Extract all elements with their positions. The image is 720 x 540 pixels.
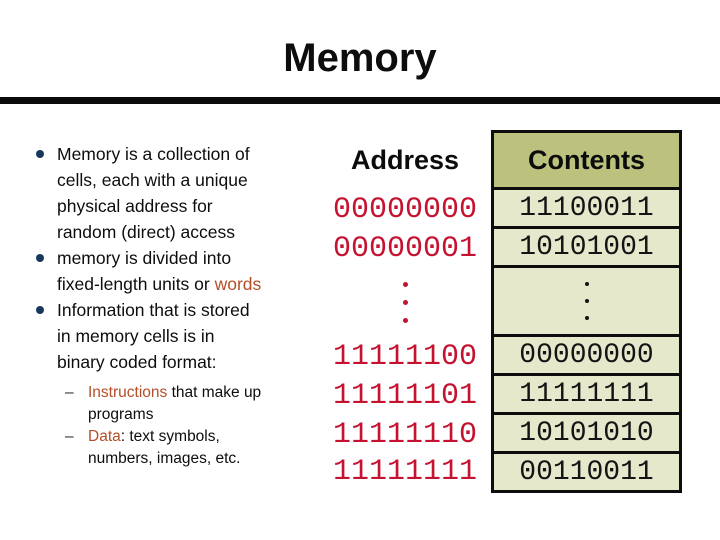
contents-value: 10101001 xyxy=(494,226,679,265)
highlighted-term: Instructions xyxy=(88,384,168,401)
ellipsis-dots-icon xyxy=(584,282,589,320)
highlighted-term: Data xyxy=(88,428,121,445)
address-column-header: Address xyxy=(350,144,460,175)
address-value: 00000000 xyxy=(332,192,478,227)
address-value: 11111101 xyxy=(332,378,478,413)
bullet-line: Information that is stored xyxy=(57,300,250,320)
contents-value: 10101010 xyxy=(494,412,679,451)
contents-table: Contents 11100011 10101001 00000000 1111… xyxy=(491,130,682,493)
contents-value: 11111111 xyxy=(494,373,679,412)
bullet-item: Memory is a collection of cells, each wi… xyxy=(35,141,315,245)
address-value: 11111110 xyxy=(332,417,478,452)
bullet-item: memory is divided into fixed-length unit… xyxy=(35,245,315,297)
bullet-line: in memory cells is in xyxy=(57,326,215,346)
slide-title: Memory xyxy=(283,36,437,80)
sub-bullet-line: Instructions that make up xyxy=(88,384,262,401)
bullet-icon xyxy=(36,150,44,158)
sub-bullet-line: programs xyxy=(88,406,154,423)
sub-bullet-line: numbers, images, etc. xyxy=(88,450,241,467)
address-value: 11111100 xyxy=(332,339,478,374)
sub-bullet-item: – Data: text symbols, numbers, images, e… xyxy=(65,426,315,470)
contents-value: 00000000 xyxy=(494,334,679,373)
contents-table-header: Contents xyxy=(494,133,679,187)
address-value: 00000001 xyxy=(332,231,478,266)
bullet-line: Memory is a collection of xyxy=(57,144,250,164)
bullet-line: random (direct) access xyxy=(57,222,235,242)
sub-bullet-item: – Instructions that make up programs xyxy=(65,382,315,426)
bullet-line: fixed-length units or words xyxy=(57,274,262,294)
highlighted-term: words xyxy=(214,274,262,294)
dash-icon: – xyxy=(65,384,74,401)
sub-bullet-list: – Instructions that make up programs – D… xyxy=(65,382,315,470)
dash-icon: – xyxy=(65,428,74,445)
address-value: 11111111 xyxy=(332,455,478,489)
contents-value: 11100011 xyxy=(494,187,679,226)
address-column: Address 00000000 00000001 11111100 11111… xyxy=(330,130,480,490)
bullet-line: binary coded format: xyxy=(57,352,217,372)
bullet-icon xyxy=(36,306,44,314)
bullet-item: Information that is stored in memory cel… xyxy=(35,297,315,375)
bullet-line: memory is divided into xyxy=(57,248,232,268)
title-divider-rule xyxy=(0,97,720,104)
body-text-block: Memory is a collection of cells, each wi… xyxy=(35,141,315,470)
ellipsis-dots-icon xyxy=(402,282,408,323)
contents-value: 00110011 xyxy=(494,451,679,490)
bullet-line: physical address for xyxy=(57,196,213,216)
sub-bullet-line: Data: text symbols, xyxy=(88,428,220,445)
bullet-line: cells, each with a unique xyxy=(57,170,248,190)
bullet-icon xyxy=(36,254,44,262)
